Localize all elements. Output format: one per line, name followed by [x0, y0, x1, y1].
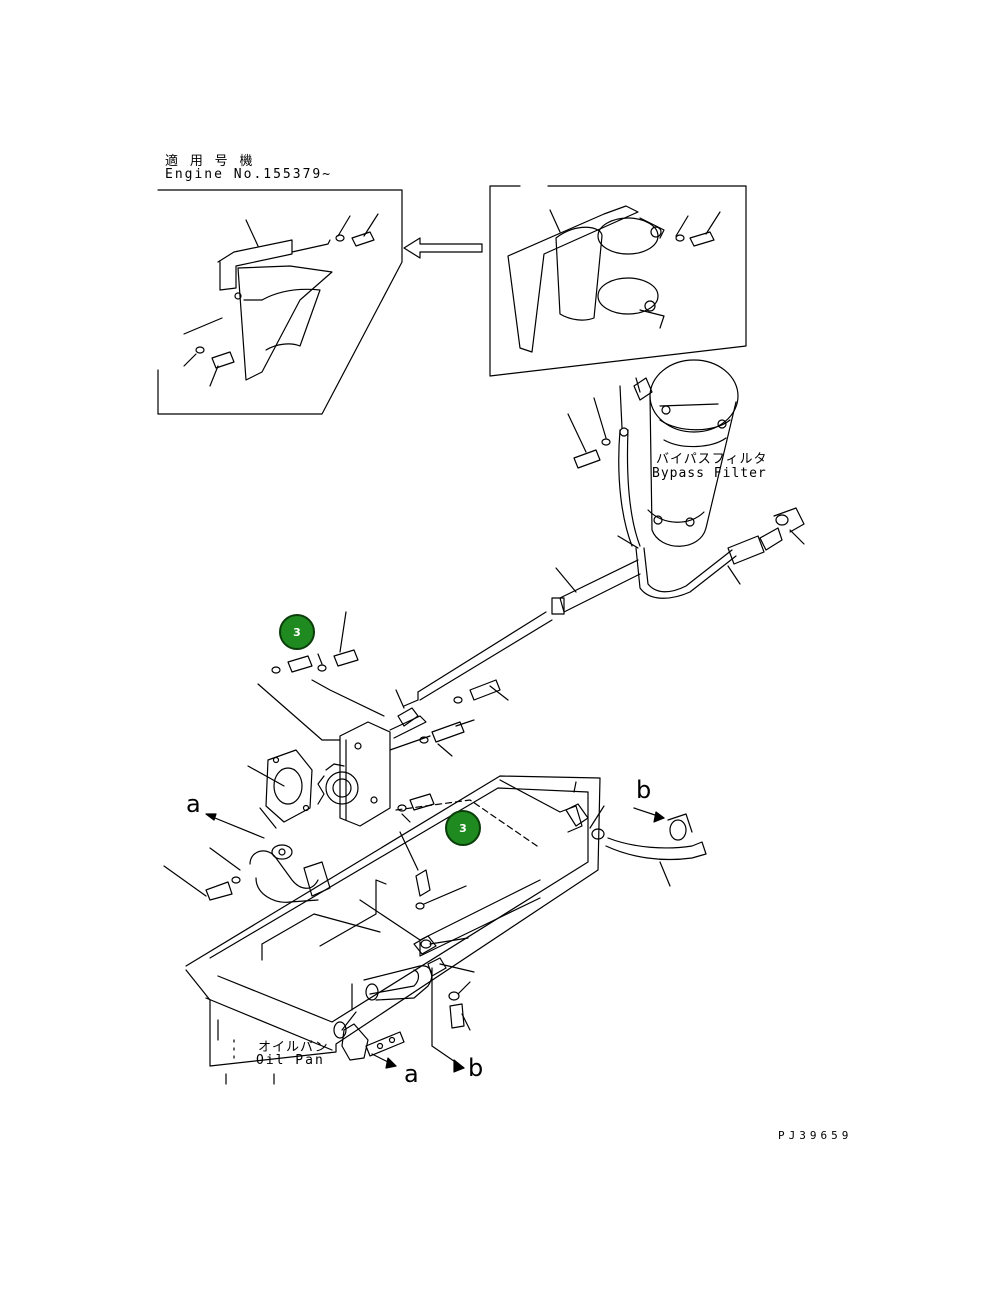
part-marker-3[interactable]: 3 [279, 614, 315, 650]
pump-to-filter-hose [403, 611, 553, 707]
applicability-title-jp: 適 用 号 機 [165, 154, 255, 169]
filter-leaders [555, 377, 805, 593]
inset-old-engine [489, 185, 747, 377]
arrow-a-left [205, 813, 265, 839]
inset-change-arrow [403, 237, 483, 259]
lower-elbow [333, 957, 475, 1061]
arrow-b-right [633, 807, 665, 823]
applicability-engine-number: Engine No.155379~ [165, 167, 333, 182]
pump-gasket [265, 749, 313, 823]
inset-new-engine [157, 189, 403, 415]
bypass-filter-body [647, 359, 739, 547]
arrow-b-right-label: b [636, 776, 652, 804]
oil-pan-label-en: Oil Pan [256, 1053, 325, 1068]
bypass-filter-label-jp: バイパスフィルタ [656, 452, 768, 467]
suction-pipe [205, 844, 331, 903]
drawing-number: PJ39659 [778, 1129, 853, 1142]
arrow-b-bottom-label: b [468, 1054, 484, 1082]
pump-fasteners [257, 611, 509, 757]
arrow-a-bottom [371, 1053, 397, 1069]
filter-hoses [551, 377, 805, 615]
pan-return-pipe [499, 779, 707, 887]
bypass-filter-label-en: Bypass Filter [652, 466, 767, 481]
part-marker-3[interactable]: 3 [445, 810, 481, 846]
left-leaders [163, 765, 285, 897]
center-fittings [397, 793, 469, 955]
oil-pan-label-jp: オイルパン [258, 1040, 329, 1055]
arrow-a-bottom-label: a [404, 1060, 419, 1088]
oil-pump [317, 707, 427, 827]
arrow-a-left-label: a [186, 790, 201, 818]
arrow-b-bottom [431, 1045, 465, 1073]
